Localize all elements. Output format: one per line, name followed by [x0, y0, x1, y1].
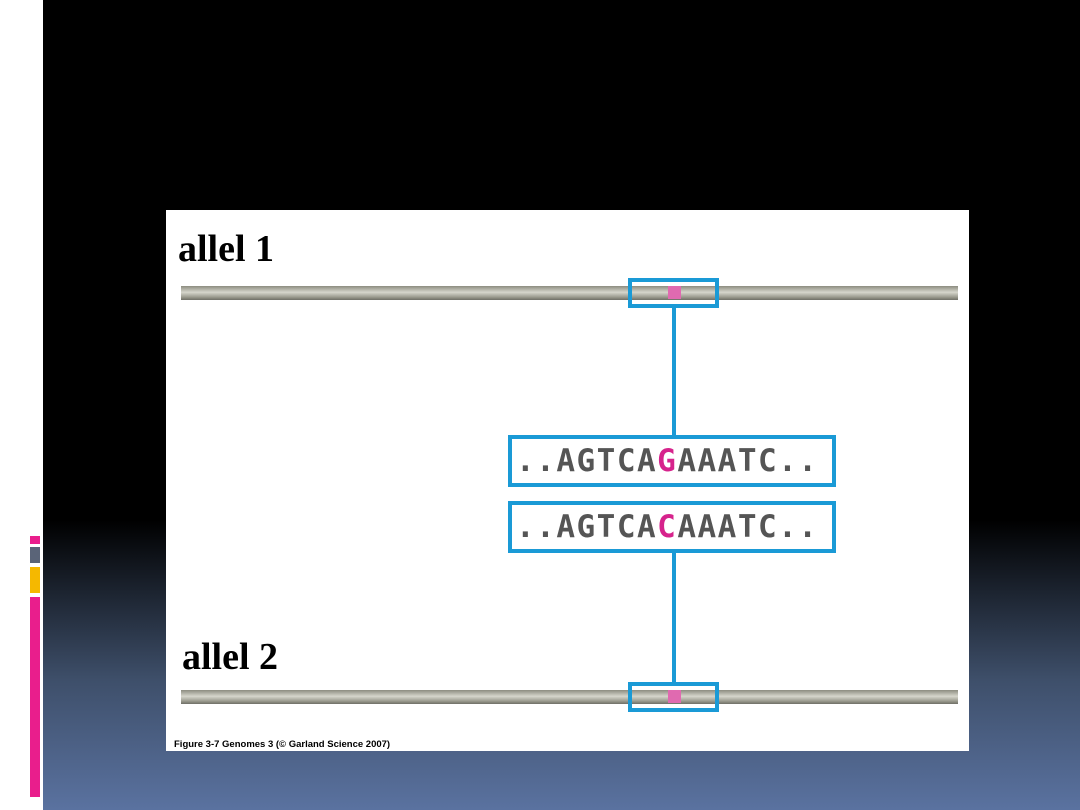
- decor-bar-yellow: [30, 567, 40, 593]
- connector-line-bottom: [672, 553, 676, 683]
- sequence-1-prefix: ..AGTCA: [516, 443, 658, 479]
- sequence-box-allele-1: ..AGTCAGAAATC..: [508, 435, 836, 487]
- decor-bar-slate: [30, 547, 40, 563]
- snp-marker-allele-1: [668, 286, 681, 299]
- sequence-2-prefix: ..AGTCA: [516, 509, 658, 545]
- allele-1-label: allel 1: [178, 228, 275, 270]
- snp-marker-allele-2: [668, 690, 681, 703]
- sequence-1-suffix: AAATC..: [677, 443, 819, 479]
- sequence-2-suffix: AAATC..: [677, 509, 819, 545]
- figure-caption: Figure 3-7 Genomes 3 (© Garland Science …: [174, 739, 391, 750]
- sequence-text-allele-2: ..AGTCACAAATC..: [516, 509, 818, 545]
- sequence-1-snp: G: [657, 443, 678, 479]
- chromosome-allele-1: [181, 286, 958, 300]
- sequence-text-allele-1: ..AGTCAGAAATC..: [516, 443, 818, 479]
- chromosome-allele-2: [181, 690, 958, 704]
- vertical-bars-icon: [20, 48, 41, 124]
- connector-line-top: [672, 308, 676, 436]
- sequence-2-snp: C: [657, 509, 678, 545]
- decor-bar-pink-long: [30, 597, 40, 797]
- figure-panel: allel 1 ..AGTCAGAAATC.. ..AGTCACAAATC.. …: [166, 210, 969, 751]
- highlight-box-allele-2: [628, 682, 719, 712]
- decor-bar-pink-small: [30, 536, 40, 544]
- allele-2-label: allel 2: [182, 636, 279, 678]
- sequence-box-allele-2: ..AGTCACAAATC..: [508, 501, 836, 553]
- highlight-box-allele-1: [628, 278, 719, 308]
